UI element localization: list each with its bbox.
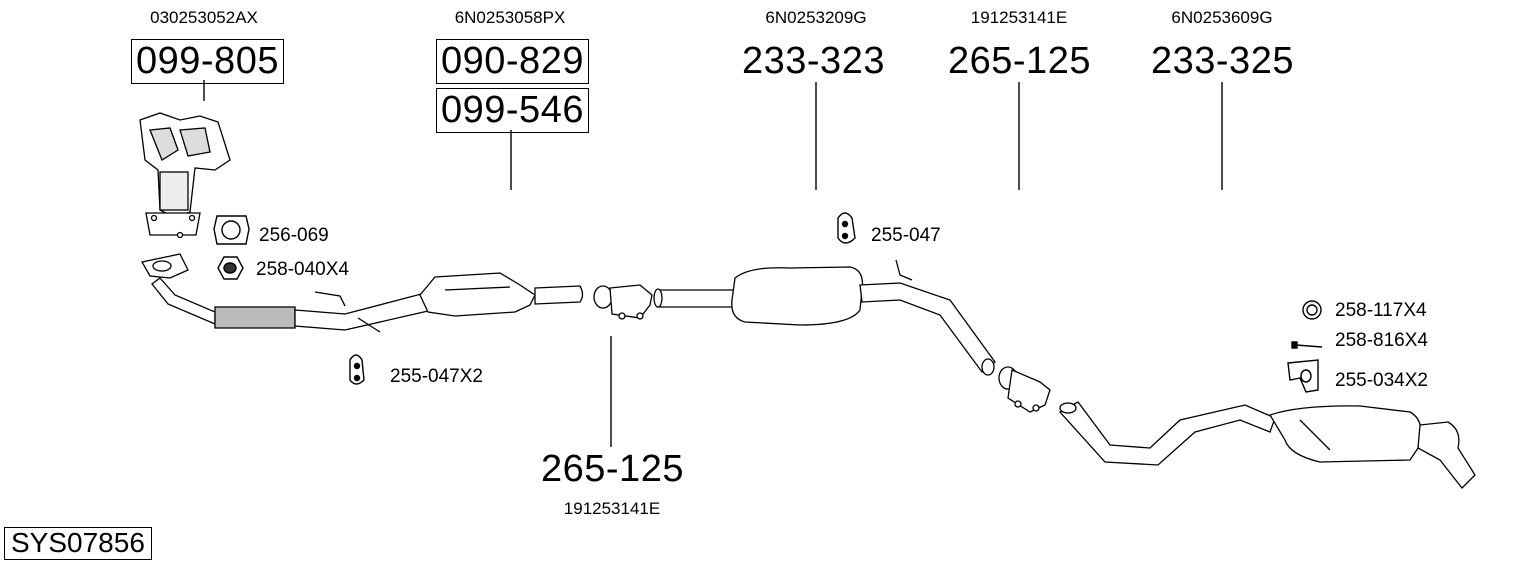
exhaust-manifold-part bbox=[139, 112, 231, 239]
oem-number-clamp-bottom: 191253141E bbox=[563, 499, 661, 518]
gasket-part bbox=[213, 215, 250, 245]
front-pipe-part bbox=[140, 253, 429, 333]
bolt-part bbox=[1291, 341, 1323, 349]
part-number-middle-silencer[interactable]: 233-323 bbox=[742, 40, 885, 82]
system-code: SYS07856 bbox=[4, 527, 152, 560]
ring-part bbox=[1302, 300, 1322, 320]
oem-number-manifold: 030253052AX bbox=[150, 8, 258, 27]
accessory-label-bracket[interactable]: 255-034X2 bbox=[1335, 370, 1428, 391]
oem-number-catalyst: 6N0253058PX bbox=[454, 8, 566, 27]
oem-number-clamp-top: 191253141E bbox=[970, 8, 1068, 27]
nut-part bbox=[217, 256, 244, 280]
part-number-catalyst-2[interactable]: 099-546 bbox=[436, 88, 589, 133]
part-number-rear-silencer[interactable]: 233-325 bbox=[1151, 40, 1294, 82]
accessory-label-gasket[interactable]: 256-069 bbox=[259, 225, 329, 246]
middle-silencer-part bbox=[653, 259, 996, 376]
accessory-label-bolt[interactable]: 258-816X4 bbox=[1335, 330, 1428, 351]
accessory-label-hanger-middle[interactable]: 255-047 bbox=[871, 225, 941, 246]
hanger-part-middle bbox=[837, 212, 856, 244]
part-number-catalyst-1[interactable]: 090-829 bbox=[436, 39, 589, 84]
catalytic-converter-part bbox=[419, 272, 584, 317]
accessory-label-ring[interactable]: 258-117X4 bbox=[1335, 300, 1427, 321]
part-number-clamp-top[interactable]: 265-125 bbox=[948, 40, 1091, 82]
clamp-part-bottom bbox=[593, 284, 653, 320]
oem-number-rear-silencer: 6N0253609G bbox=[1171, 8, 1273, 27]
part-number-manifold[interactable]: 099-805 bbox=[131, 39, 284, 84]
accessory-label-hanger-front[interactable]: 255-047X2 bbox=[390, 366, 483, 387]
oem-number-middle-silencer: 6N0253209G bbox=[765, 8, 867, 27]
accessory-label-nut[interactable]: 258-040X4 bbox=[256, 259, 349, 280]
part-number-clamp-bottom[interactable]: 265-125 bbox=[541, 448, 684, 490]
hanger-part-front bbox=[349, 354, 365, 385]
rear-silencer-part bbox=[1058, 401, 1476, 489]
bracket-part bbox=[1287, 359, 1319, 393]
clamp-part-top bbox=[998, 366, 1051, 413]
